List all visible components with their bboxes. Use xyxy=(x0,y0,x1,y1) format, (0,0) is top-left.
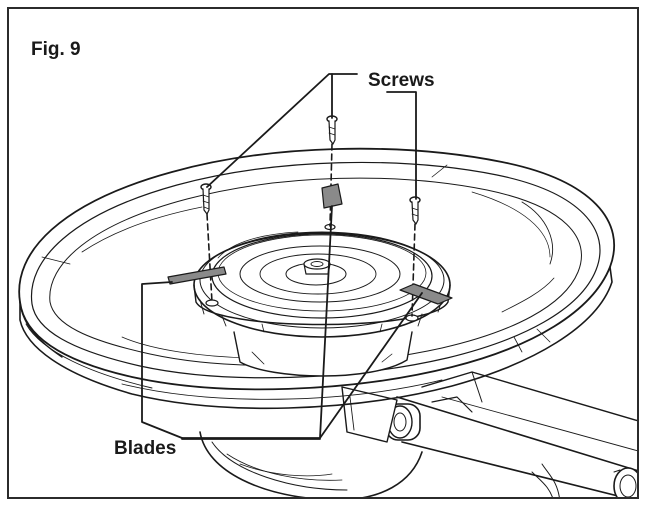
motor-housing xyxy=(199,431,423,497)
blade-disc xyxy=(193,231,451,338)
blades-leader-lines xyxy=(141,205,423,440)
screw-center xyxy=(326,115,338,145)
mounting-bracket xyxy=(341,386,473,443)
screw-right xyxy=(409,196,421,225)
blades-callout-label: Blades xyxy=(112,438,179,459)
screws-leader-lines xyxy=(206,73,417,200)
figure-label: Fig. 9 xyxy=(31,39,81,60)
blade-right xyxy=(399,283,453,305)
alignment-lines xyxy=(206,143,416,317)
wheel-knob xyxy=(613,467,637,497)
handle-arm xyxy=(396,371,637,497)
blade-center xyxy=(321,183,343,209)
screws-callout-label: Screws xyxy=(366,70,437,91)
exploded-assembly-drawing xyxy=(18,73,637,497)
figure-frame: Fig. 9 Screws Blades xyxy=(7,7,639,499)
